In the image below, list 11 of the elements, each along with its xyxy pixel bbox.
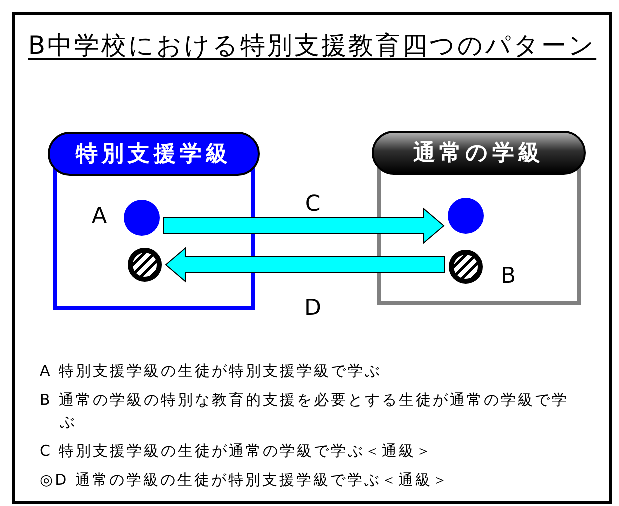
block-arrow [164, 208, 445, 244]
class-heading: 通常の学級 [372, 131, 586, 175]
point-letter: B [501, 266, 516, 288]
title: B中学校における特別支援教育四つのパターン [27, 30, 598, 62]
class-heading: 特別支援学級 [48, 132, 260, 176]
legend-note: A 特別支援学級の生徒が特別支援学級で学ぶ [39, 361, 384, 382]
point-letter: A [92, 206, 108, 228]
legend-note: B 通常の学級の特別な教育的支援を必要とする生徒が通常の学級で学ぶ [39, 390, 570, 433]
legend-note: C 特別支援学級の生徒が通常の学級で学ぶ＜通級＞ [39, 441, 434, 462]
legend-note: ◎D 通常の学級の生徒が特別支援学級で学ぶ＜通級＞ [39, 470, 450, 491]
block-arrow [165, 246, 446, 284]
